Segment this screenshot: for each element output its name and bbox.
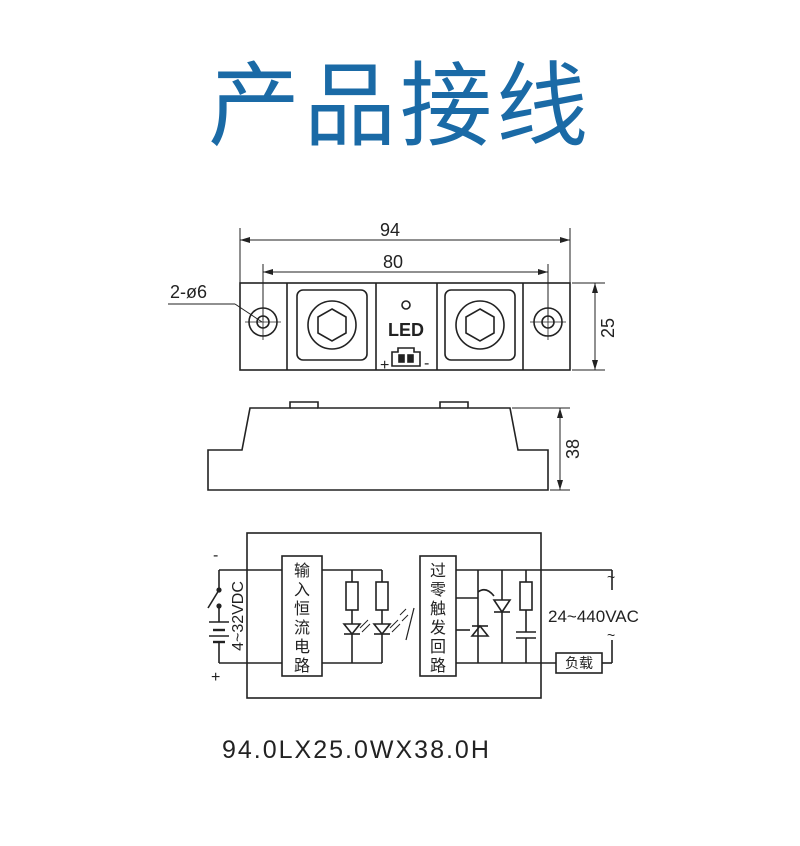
zero_cross_chars-char: 回 (430, 639, 446, 656)
top-view: 94 80 25 2-ø6 (168, 220, 618, 374)
input-plus-label: + (211, 669, 220, 686)
input-voltage-label: 4~32VDC (230, 581, 247, 651)
resistor-1-icon (345, 581, 359, 611)
led-diode-1-icon (342, 623, 362, 636)
load-label: 负载 (565, 655, 593, 671)
module-outline-side (207, 401, 549, 491)
optocoupler-icon (405, 607, 415, 641)
led-label: LED (388, 320, 424, 340)
input_block_chars-char: 流 (294, 619, 310, 637)
snubber-resistor-icon (519, 581, 533, 611)
dimensions-text: 94.0LX25.0WX38.0H (222, 736, 491, 764)
dim-width-label: 25 (598, 318, 618, 338)
side-view: 38 (207, 401, 583, 491)
page-title: 产品接线 (207, 53, 592, 160)
dim-height-label: 38 (563, 439, 583, 459)
ac-terminal-bottom: ~ (607, 627, 615, 643)
terminal-right (444, 289, 516, 361)
hex-screw-left-icon (317, 308, 347, 342)
led-diode-2-icon (372, 623, 392, 636)
zero_cross_chars-char: 路 (430, 657, 446, 675)
input_block_chars-char: 输 (294, 562, 310, 580)
circuit-outline (246, 532, 542, 699)
thyristor-2-icon (470, 624, 490, 637)
thyristor-1-icon (492, 599, 512, 614)
zero_cross_chars-char: 过 (430, 562, 446, 580)
connector-minus: - (424, 355, 429, 372)
input_block_chars-char: 电 (294, 638, 310, 656)
zero_cross_chars-char: 触 (430, 600, 446, 618)
input-connector-icon (391, 347, 421, 367)
connector-plus: + (380, 357, 389, 374)
zero_cross_chars-char: 零 (430, 582, 446, 599)
zero-cross-trigger-block (419, 555, 457, 677)
hex-screw-right-icon (465, 308, 495, 342)
dim-overall-label: 94 (380, 220, 400, 240)
thyristor-gate-icon (477, 588, 495, 597)
hole-label: 2-ø6 (170, 282, 207, 302)
zero_cross_chars-char: 发 (430, 619, 446, 637)
module-outline-top (239, 282, 571, 371)
output-voltage-label: 24~440VAC (548, 607, 639, 626)
input_block_chars-char: 路 (294, 657, 310, 675)
led-indicator-icon (401, 300, 411, 310)
input-switch-icon (207, 589, 220, 609)
terminal-left (296, 289, 368, 361)
dim-holes-label: 80 (383, 252, 403, 272)
resistor-2-icon (375, 581, 389, 611)
load-box (555, 652, 603, 674)
input_block_chars-char: 恒 (294, 600, 310, 618)
input-minus-label: - (213, 547, 218, 564)
input-constant-current-block (281, 555, 323, 677)
ac-terminal-top: ~ (607, 569, 615, 585)
input_block_chars-char: 入 (294, 582, 310, 599)
